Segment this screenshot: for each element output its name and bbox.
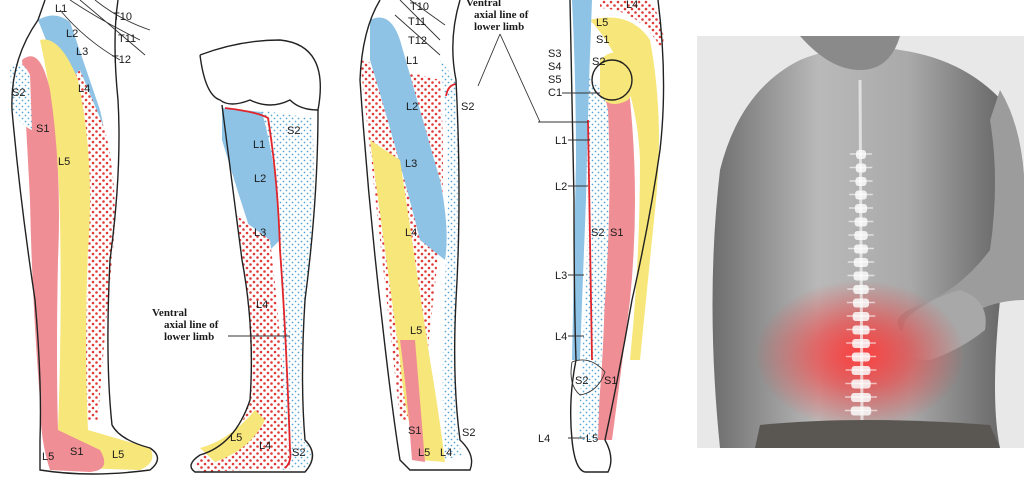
label-l3: L3 xyxy=(555,270,567,282)
label-t11: T11 xyxy=(118,33,136,45)
leader-lines xyxy=(538,92,600,439)
label-s1-thigh: S1 xyxy=(610,227,623,239)
axial-caption-line3: lower limb xyxy=(164,331,214,343)
axial-caption-line1: Ventral xyxy=(152,307,187,319)
label-s2: S2 xyxy=(12,87,25,99)
towel xyxy=(755,420,1000,448)
dermatome-l5-region xyxy=(370,140,445,462)
label-l2: L2 xyxy=(254,173,266,185)
label-s3: S3 xyxy=(548,48,561,60)
figure-4-posterior-leg: L4 L5 S1 S3 S4 S5 C1 S2 L1 L2 S2 S1 L3 L… xyxy=(538,0,665,473)
neck xyxy=(800,36,900,70)
label-l5-foot: L5 xyxy=(42,451,54,463)
label-l1: L1 xyxy=(406,55,418,67)
figure-3-anterior-leg: T10 T11 T12 L1 L2 S2 L3 L4 L5 S1 S2 L5 L… xyxy=(359,0,541,471)
label-l2: L2 xyxy=(406,101,418,113)
label-s1: S1 xyxy=(596,34,609,46)
buttock-outline xyxy=(199,39,322,111)
leg-outline xyxy=(190,104,319,473)
dermatome-s2-region xyxy=(10,63,32,130)
leg-outline xyxy=(359,0,473,471)
dermatome-s2-region xyxy=(578,78,610,440)
figure-1-lateral-leg: L1 T10 L2 T11 L3 T12 S2 L4 S1 L5 L5 S1 L… xyxy=(10,0,159,475)
ventral-axial-line xyxy=(224,107,292,469)
dermatome-l1-l3-region xyxy=(572,0,592,360)
label-s2: S2 xyxy=(287,125,300,137)
leg-outline xyxy=(11,0,159,475)
label-s1-foot: S1 xyxy=(408,425,421,437)
label-l1: L1 xyxy=(555,135,567,147)
caption-leader-line xyxy=(477,33,541,123)
label-l3: L3 xyxy=(254,227,266,239)
ventral-axial-line xyxy=(587,119,593,361)
buttock-curve xyxy=(591,59,633,101)
dermatome-s2-region xyxy=(440,60,462,460)
label-l5: L5 xyxy=(596,17,608,29)
axial-caption-line1: Ventral xyxy=(466,0,501,9)
label-s2: S2 xyxy=(461,101,474,113)
dermatome-s2-region xyxy=(258,110,314,470)
label-l4: L4 xyxy=(405,227,417,239)
dermatome-l4-region xyxy=(196,215,290,472)
leg-outline xyxy=(569,0,665,473)
label-s1: S1 xyxy=(36,123,49,135)
dermatome-l1-l3-region xyxy=(222,108,280,260)
axial-caption-line2: axial line of xyxy=(474,9,529,21)
ventral-axial-line-segment xyxy=(445,83,457,97)
dermatome-s1-region xyxy=(22,56,105,472)
right-arm xyxy=(897,90,1024,334)
dermatome-l4-region xyxy=(600,0,664,50)
heel-outline xyxy=(570,359,606,396)
dermatome-l5-region xyxy=(40,39,153,470)
trunk-hatching xyxy=(394,0,446,56)
dermatome-l5-region xyxy=(590,17,659,360)
trunk-hatching xyxy=(59,0,151,61)
label-l4: L4 xyxy=(256,299,268,311)
label-l5-foot: L5 xyxy=(418,447,430,459)
label-t10: T10 xyxy=(410,1,429,13)
spine-vertebrae xyxy=(844,150,878,416)
label-l3: L3 xyxy=(76,46,88,58)
label-l4-foot: L4 xyxy=(440,447,452,459)
axial-caption-line3: lower limb xyxy=(474,21,524,33)
label-t11: T11 xyxy=(408,16,426,28)
label-s5: S5 xyxy=(548,74,561,86)
label-l1: L1 xyxy=(55,3,67,15)
label-l5: L5 xyxy=(58,156,70,168)
label-s1-foot: S1 xyxy=(70,446,83,458)
label-s2-foot: S2 xyxy=(292,447,305,459)
label-l5: L5 xyxy=(410,325,422,337)
dermatome-l4-region xyxy=(70,70,115,420)
label-l3: L3 xyxy=(405,158,417,170)
label-s2-sacral: S2 xyxy=(592,56,605,68)
label-s4: S4 xyxy=(548,61,561,73)
label-l4-foot: L4 xyxy=(259,440,271,452)
label-t12: T12 xyxy=(112,54,131,66)
label-l5: L5 xyxy=(230,432,242,444)
label-s2: S2 xyxy=(591,227,604,239)
label-l5-toes: L5 xyxy=(112,449,124,461)
back-pain-photo xyxy=(697,36,1024,448)
label-s2-foot: S2 xyxy=(462,427,475,439)
label-l5-foot: L5 xyxy=(586,433,598,445)
label-l4-foot: L4 xyxy=(538,433,550,445)
label-l2: L2 xyxy=(555,181,567,193)
label-l1: L1 xyxy=(253,139,265,151)
label-l4: L4 xyxy=(78,83,90,95)
dermatome-l5-region xyxy=(200,410,265,462)
label-l4-calf: L4 xyxy=(555,331,567,343)
label-t10: T10 xyxy=(113,11,132,23)
label-s1-calf: S1 xyxy=(604,375,617,387)
dermatome-l1-l3-region xyxy=(370,17,447,260)
label-c1: C1 xyxy=(548,87,562,99)
dermatome-s1-region xyxy=(400,340,425,462)
label-s2-heel: S2 xyxy=(575,375,588,387)
label-l4: L4 xyxy=(626,0,638,11)
label-t12: T12 xyxy=(408,35,427,47)
figure-2-medial-leg: S2 L1 L2 L3 L4 L5 L4 S2 Ventral axial li… xyxy=(152,39,322,473)
label-l2: L2 xyxy=(66,28,78,40)
axial-caption-line2: axial line of xyxy=(164,319,219,331)
